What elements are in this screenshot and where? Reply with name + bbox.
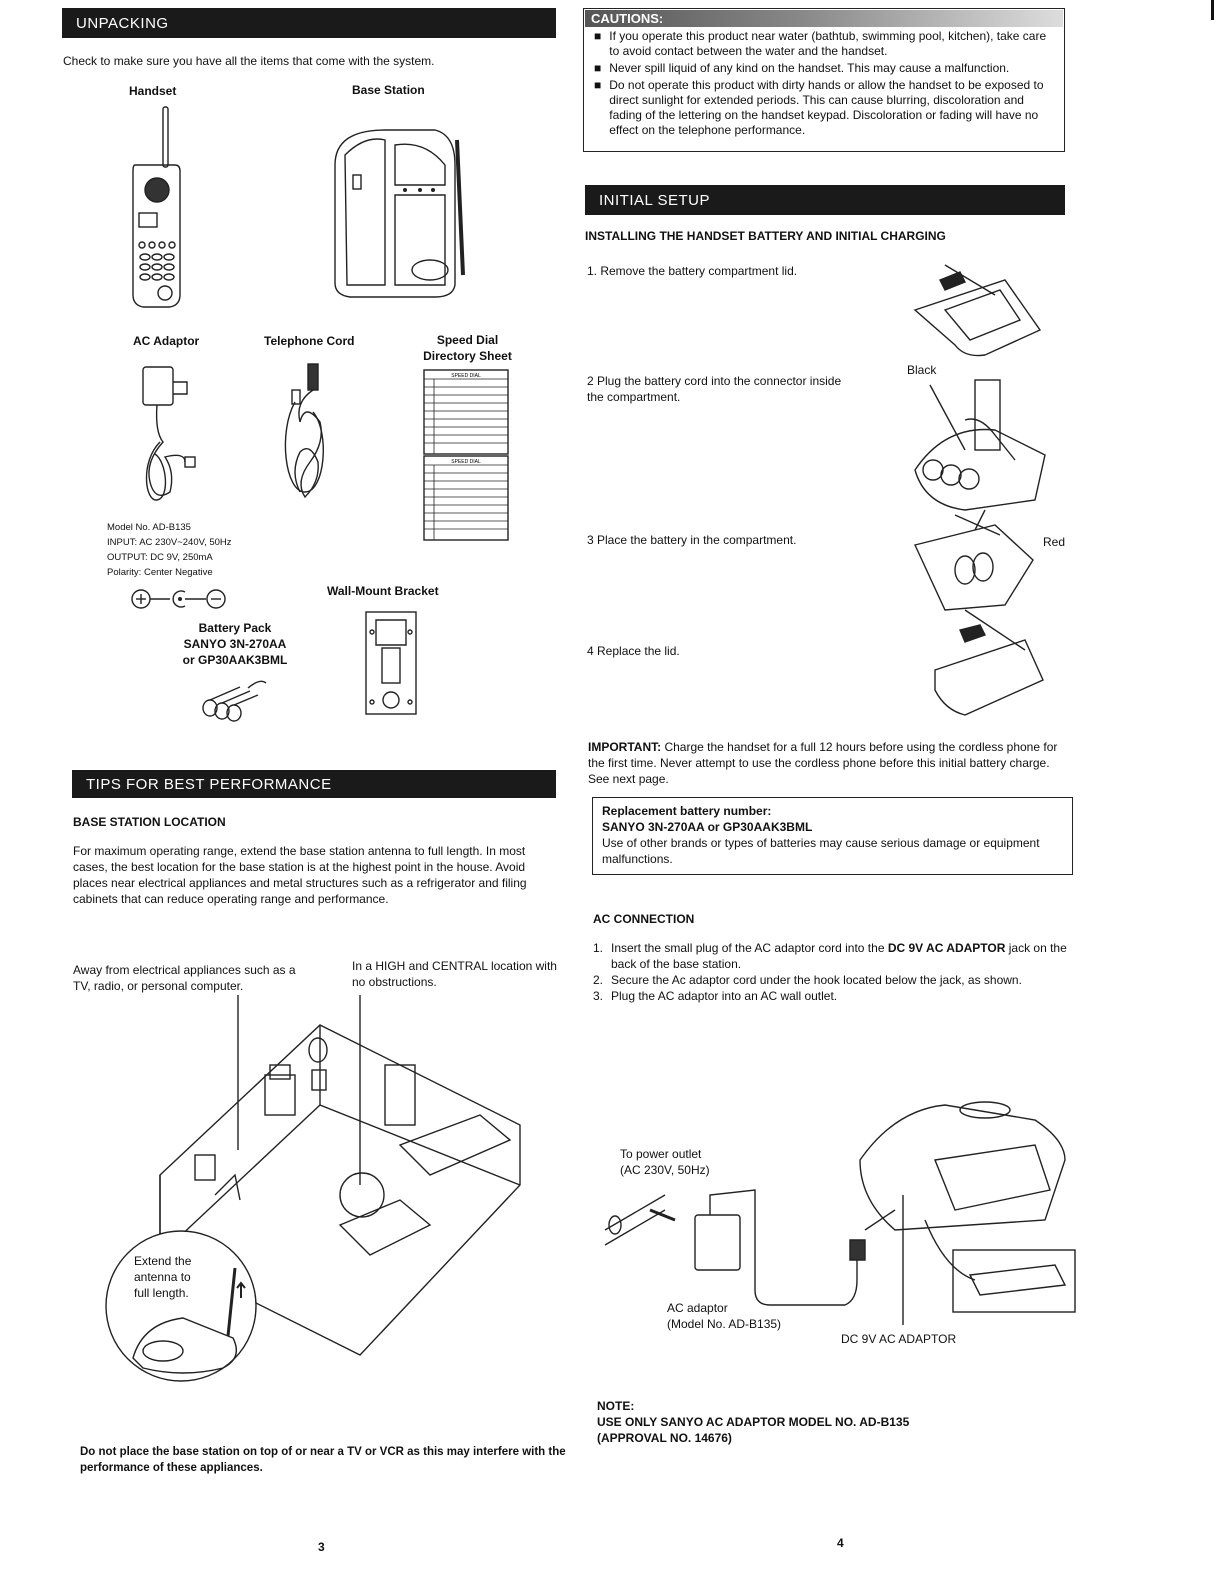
setup-step-2: 2 Plug the battery cord into the connect… — [587, 374, 842, 404]
ac-step-1-bold: DC 9V AC ADAPTOR — [887, 941, 1006, 955]
caution-item: ■ If you operate this product near water … — [594, 29, 1054, 59]
speed-dial-heading-bottom: SPEED DIAL — [451, 459, 481, 465]
antenna-magnifier-circle — [105, 1230, 257, 1382]
speed-dial-label-line1: Speed Dial — [436, 333, 499, 347]
adaptor-specs: Model No. AD-B135 INPUT: AC 230V~240V, 5… — [107, 520, 232, 580]
speed-dial-heading-top: SPEED DIAL — [451, 373, 481, 379]
caution-text: Never spill liquid of any kind on the ha… — [609, 61, 1010, 75]
unpacking-intro: Check to make sure you have all the item… — [63, 54, 435, 68]
cautions-heading: CAUTIONS: — [585, 10, 1063, 27]
ac-adaptor-callout-line: (Model No. AD-B135) — [667, 1317, 782, 1331]
note-line: NOTE: — [597, 1399, 635, 1413]
plug-cord-illustration — [914, 379, 1046, 511]
telephone-cord-illustration — [284, 363, 324, 499]
replace-lid-illustration — [934, 609, 1044, 716]
ac-adaptor-callout-line: AC adaptor — [667, 1301, 728, 1315]
callout-away-appliances: Away from electrical appliances such as … — [73, 963, 296, 993]
replacement-battery-box: Replacement battery number: SANYO 3N-270… — [592, 797, 1073, 875]
ac-step-1-b: jack on the back of the base station. — [611, 941, 1067, 971]
place-battery-illustration — [914, 509, 1034, 611]
bullet-icon: ■ — [594, 61, 602, 75]
important-note: IMPORTANT: Charge the handset for a full… — [588, 739, 1070, 787]
caution-item: ■ Never spill liquid of any kind on the h… — [594, 61, 1054, 76]
caution-text: Do not operate this product with dirty h… — [609, 78, 1044, 137]
callout-high-central: In a HIGH and CENTRAL location with no o… — [352, 959, 557, 989]
battery-install-heading: INSTALLING THE HANDSET BATTERY AND INITI… — [585, 229, 946, 243]
base-station-illustration — [334, 129, 465, 298]
battery-label-line: SANYO 3N-270AA — [183, 637, 287, 651]
power-outlet-line: (AC 230V, 50Hz) — [620, 1163, 710, 1177]
bullet-icon: ■ — [594, 78, 602, 92]
replacement-title: Replacement battery number: — [602, 804, 772, 818]
page-number-right: 4 — [837, 1536, 844, 1550]
dc-jack-label: DC 9V AC ADAPTOR — [841, 1332, 957, 1346]
ac-steps: 1.Insert the small plug of the AC adapto… — [593, 940, 1078, 1004]
bullet-icon: ■ — [594, 29, 602, 43]
speed-dial-label: Speed Dial Directory Sheet — [410, 332, 525, 364]
replacement-model: SANYO 3N-270AA or GP30AAK3BML — [602, 820, 813, 834]
page-number-left: 3 — [318, 1540, 325, 1554]
important-text: Charge the handset for a full 12 hours b… — [588, 740, 1058, 786]
battery-pack-illustration — [202, 680, 267, 722]
speed-dial-label-line2: Directory Sheet — [423, 349, 512, 363]
callout-extend-antenna: Extend the antenna to full length. — [134, 1254, 192, 1300]
battery-pack-label: Battery Pack SANYO 3N-270AA or GP30AAK3B… — [160, 620, 310, 668]
adaptor-spec-line: INPUT: AC 230V~240V, 50Hz — [107, 537, 232, 548]
ac-connection-heading: AC CONNECTION — [593, 912, 695, 926]
tv-vcr-warning: Do not place the base station on top of … — [80, 1446, 566, 1474]
adaptor-note: NOTE: USE ONLY SANYO AC ADAPTOR MODEL NO… — [597, 1398, 909, 1446]
setup-step-3: 3 Place the battery in the compartment. — [587, 533, 797, 547]
handset-illustration — [132, 106, 181, 308]
setup-step-1: 1. Remove the battery compartment lid. — [587, 264, 798, 278]
power-outlet-label: To power outlet (AC 230V, 50Hz) — [620, 1146, 710, 1178]
binding-mark — [1211, 0, 1214, 20]
telephone-cord-label: Telephone Cord — [264, 334, 355, 348]
cautions-box: CAUTIONS: ■ If you operate this product n… — [583, 8, 1065, 152]
ac-step-1: 1.Insert the small plug of the AC adapto… — [593, 941, 1067, 971]
adaptor-spec-line: Polarity: Center Negative — [107, 567, 213, 578]
red-wire-label: Red — [1043, 535, 1066, 549]
setup-step-4: 4 Replace the lid. — [587, 644, 680, 658]
speed-dial-sheet-illustration: SPEED DIAL SPEED DIAL — [423, 369, 509, 541]
power-outlet-line: To power outlet — [620, 1147, 702, 1161]
adaptor-spec-line: Model No. AD-B135 — [107, 522, 191, 533]
remove-lid-illustration — [913, 264, 1042, 357]
base-location-paragraph: For maximum operating range, extend the … — [73, 844, 527, 906]
base-station-label: Base Station — [352, 83, 425, 97]
polarity-symbol — [131, 589, 226, 609]
ac-connection-illustration — [604, 1101, 1076, 1325]
tips-header: TIPS FOR BEST PERFORMANCE — [72, 770, 556, 798]
note-line: (APPROVAL NO. 14676) — [597, 1431, 732, 1445]
caution-text: If you operate this product near water (… — [609, 29, 1047, 58]
battery-label-line: Battery Pack — [198, 621, 272, 635]
base-location-heading: BASE STATION LOCATION — [73, 815, 226, 829]
caution-item: ■ Do not operate this product with dirty … — [594, 78, 1054, 138]
battery-label-line: or GP30AAK3BML — [182, 653, 288, 667]
wall-mount-label: Wall-Mount Bracket — [327, 584, 439, 598]
black-wire-label: Black — [907, 363, 937, 377]
replacement-note: Use of other brands or types of batterie… — [602, 836, 1040, 866]
important-label: IMPORTANT: — [588, 740, 662, 754]
ac-step-1-a: Insert the small plug of the AC adaptor … — [611, 941, 888, 955]
adaptor-spec-line: OUTPUT: DC 9V, 250mA — [107, 552, 213, 563]
ac-adaptor-illustration — [142, 366, 196, 501]
unpacking-header: UNPACKING — [62, 8, 556, 38]
note-line: USE ONLY SANYO AC ADAPTOR MODEL NO. AD-B… — [597, 1415, 910, 1429]
initial-setup-header: INITIAL SETUP — [585, 185, 1065, 215]
ac-adaptor-label: AC Adaptor — [133, 334, 200, 348]
wall-mount-bracket-illustration — [365, 611, 417, 715]
handset-label: Handset — [129, 84, 177, 98]
ac-step-3: 3.Plug the AC adaptor into an AC wall ou… — [593, 989, 838, 1003]
ac-adaptor-callout: AC adaptor (Model No. AD-B135) — [667, 1300, 781, 1332]
ac-step-2: 2.Secure the Ac adaptor cord under the h… — [593, 973, 1022, 987]
